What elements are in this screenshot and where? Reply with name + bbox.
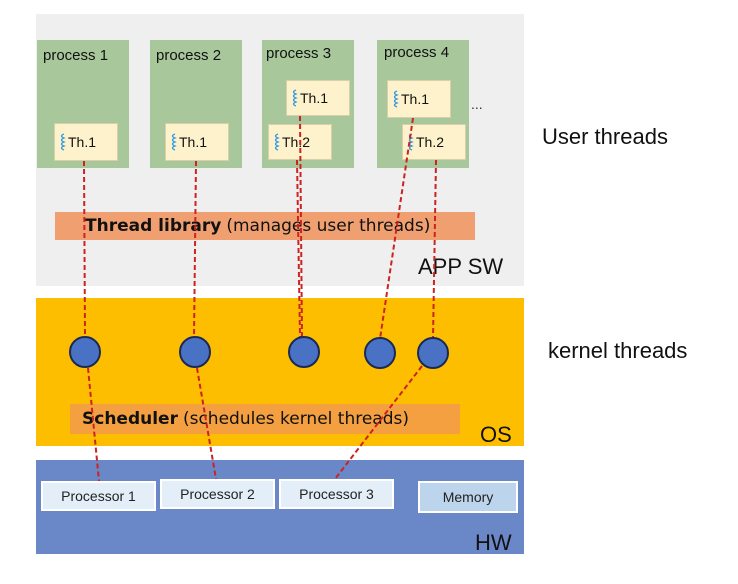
scheduler-title: Scheduler	[82, 409, 178, 429]
thread-squiggle-icon	[60, 133, 66, 151]
map-line-p2-th1	[193, 160, 197, 338]
map-line-p4-th2	[432, 159, 437, 340]
thread-label: Th.1	[179, 134, 208, 150]
process-3-label: process 3	[266, 45, 332, 62]
map-line-p3-th2	[296, 159, 301, 338]
map-line-kt2-cpu2	[196, 367, 217, 480]
kernel-thread-1	[69, 336, 101, 368]
kernel-thread-3	[288, 336, 320, 368]
map-line-kt1-cpu1	[87, 367, 100, 482]
user-thread-p4-th2: Th.2	[402, 124, 466, 160]
user-thread-p2-th1: Th.1	[165, 123, 229, 161]
user-thread-p4-th1: Th.1	[387, 80, 451, 118]
thread-label: Th.2	[282, 134, 311, 150]
map-line-p4-th1	[379, 117, 414, 340]
map-line-p1-th1	[83, 160, 86, 338]
thread-label: Th.1	[300, 90, 329, 106]
processor-1: Processor 1	[41, 481, 156, 511]
user-threads-label: User threads	[542, 124, 668, 149]
user-thread-p1-th1: Th.1	[54, 123, 118, 161]
thread-squiggle-icon	[171, 133, 177, 151]
thread-squiggle-icon	[274, 133, 280, 151]
processor-3: Processor 3	[279, 479, 394, 509]
map-line-p3-th1	[299, 115, 303, 338]
kernel-thread-2	[179, 336, 211, 368]
user-thread-p3-th2: Th.2	[268, 124, 332, 160]
memory-box: Memory	[418, 481, 518, 513]
kernel-threads-label: kernel threads	[548, 338, 688, 363]
kernel-thread-4	[364, 337, 396, 369]
os-label: OS	[480, 422, 512, 447]
thread-label: Th.1	[68, 134, 97, 150]
user-thread-p3-th1: Th.1	[286, 80, 350, 116]
process-4-label: process 4	[384, 44, 450, 61]
thread-library-title: Thread library	[85, 216, 222, 236]
processor-2: Processor 2	[160, 479, 275, 509]
kernel-thread-5	[417, 337, 449, 369]
thread-label: Th.1	[401, 91, 430, 107]
thread-library-bar: Thread library (manages user threads)	[55, 212, 475, 240]
hw-label: HW	[475, 530, 512, 555]
thread-label: Th.2	[416, 134, 445, 150]
thread-library-desc: (manages user threads)	[226, 216, 431, 236]
scheduler-bar: Scheduler (schedules kernel threads)	[70, 404, 460, 434]
app-sw-label: APP SW	[418, 254, 504, 279]
thread-squiggle-icon	[393, 90, 399, 108]
thread-squiggle-icon	[292, 89, 298, 107]
more-processes-ellipsis: ...	[471, 96, 483, 112]
process-2-label: process 2	[156, 47, 222, 64]
map-line-kt5-cpu3	[334, 365, 423, 480]
process-1-label: process 1	[43, 47, 109, 64]
scheduler-desc: (schedules kernel threads)	[182, 409, 410, 429]
